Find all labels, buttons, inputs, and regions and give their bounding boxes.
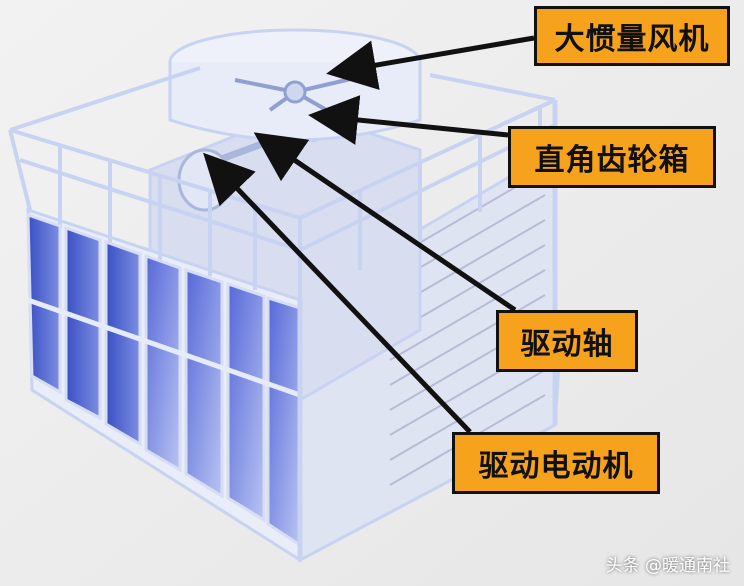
arrow-fan: [326, 35, 535, 90]
watermark: 头条 @暖通南社: [605, 556, 730, 576]
leader-arrows: [203, 35, 535, 434]
front-louvers: [26, 212, 302, 548]
label-drive-motor: 驱动电动机: [452, 432, 660, 494]
label-drive-shaft: 驱动轴: [496, 310, 638, 372]
fan-hub: [283, 80, 307, 104]
label-large-inertia-fan: 大惯量风机: [534, 6, 730, 66]
arrow-shaft: [253, 132, 517, 313]
motor-housing: [177, 148, 233, 212]
arrow-gearbox: [308, 95, 509, 145]
label-right-angle-gearbox: 直角齿轮箱: [508, 126, 716, 188]
arrow-motor: [203, 152, 472, 434]
